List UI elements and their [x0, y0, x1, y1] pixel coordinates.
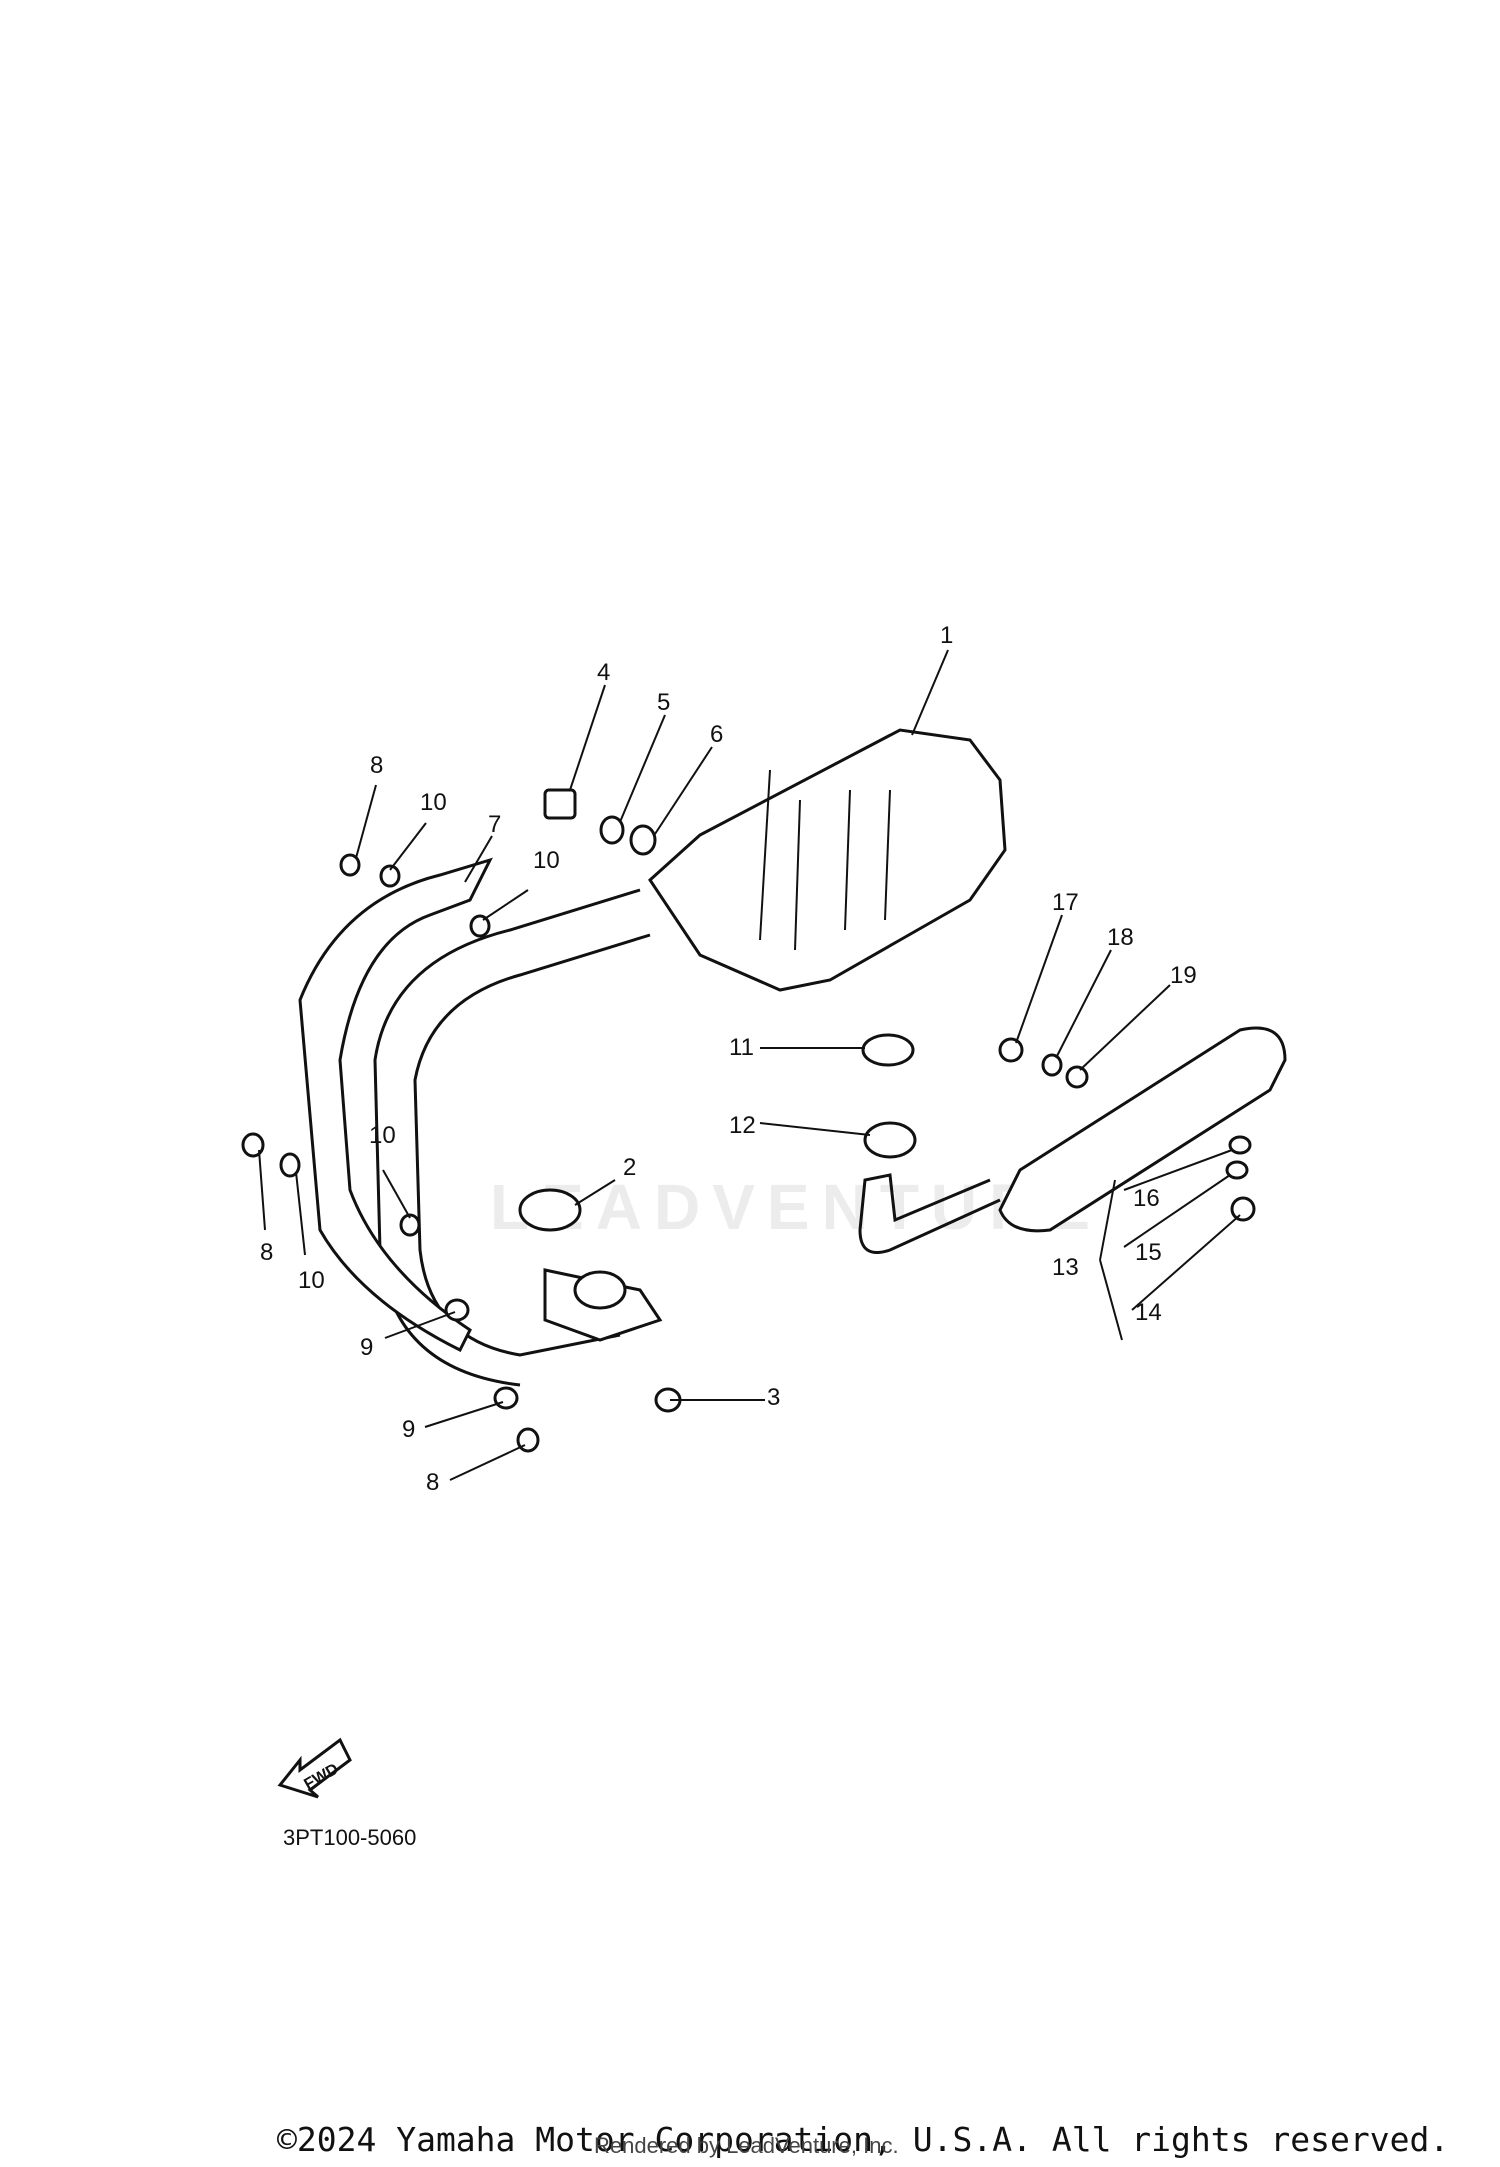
callout-4: 4: [597, 659, 610, 686]
silencer: [858, 1026, 1287, 1254]
callout-11: 11: [729, 1034, 754, 1061]
callout-9b: 9: [402, 1416, 415, 1443]
callout-8a: 8: [370, 752, 383, 779]
copyright-notice: ©2024 Yamaha Motor Corporation, U.S.A. A…: [277, 2120, 1450, 2159]
callout-3: 3: [767, 1384, 780, 1411]
callout-labels: 1 2 3 4 5 6 7 8 10 10 10 8 10 9 9 8 11 1…: [260, 622, 1197, 1496]
callout-17: 17: [1052, 889, 1079, 916]
leader-lines: [258, 649, 1241, 1481]
callout-5: 5: [657, 689, 670, 716]
callout-15: 15: [1135, 1239, 1162, 1266]
callout-8c: 8: [426, 1469, 439, 1496]
callout-10d: 10: [298, 1267, 325, 1294]
exhaust-pipe: [373, 888, 663, 1387]
band-icon: [863, 1121, 917, 1159]
callout-7: 7: [488, 811, 501, 838]
damper-icon: [861, 1033, 915, 1067]
callout-2: 2: [623, 1154, 636, 1181]
watermark: LEADVENTURE: [490, 1171, 1103, 1243]
callout-10b: 10: [533, 847, 560, 874]
callout-1: 1: [940, 622, 953, 649]
callout-8b: 8: [260, 1239, 273, 1266]
callout-9a: 9: [360, 1334, 373, 1361]
rendered-by: Rendered by LeadVenture, Inc.: [594, 2133, 899, 2158]
callout-10a: 10: [420, 789, 447, 816]
callout-18: 18: [1107, 924, 1134, 951]
callout-16: 16: [1133, 1185, 1160, 1212]
gasket-icon: [518, 1188, 582, 1232]
fasteners: [241, 788, 1256, 1453]
diagram-code: 3PT100-5060: [283, 1825, 417, 1850]
muffler-body: [648, 728, 1007, 992]
callout-14: 14: [1135, 1299, 1162, 1326]
callout-12: 12: [729, 1112, 756, 1139]
fwd-arrow-icon: FWD: [277, 1737, 352, 1799]
callout-19: 19: [1170, 962, 1197, 989]
heat-protector: [298, 857, 493, 1353]
callout-13: 13: [1052, 1254, 1079, 1281]
callout-10c: 10: [369, 1122, 396, 1149]
callout-6: 6: [710, 721, 723, 748]
